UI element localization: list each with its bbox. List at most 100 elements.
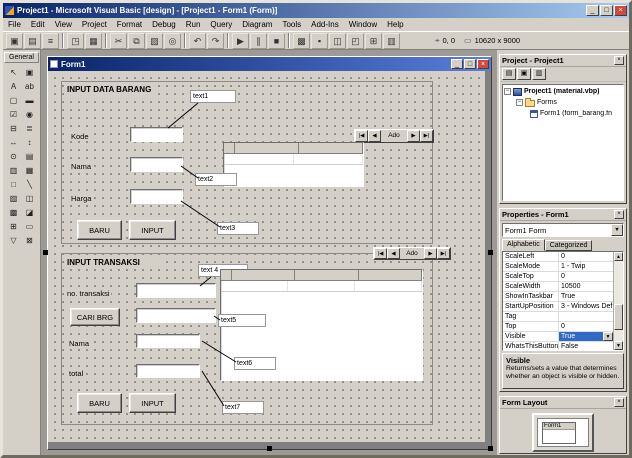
tool-frame[interactable]: ▢ bbox=[6, 94, 22, 108]
designer-minimize-button[interactable]: _ bbox=[451, 59, 463, 69]
form-layout-title-bar[interactable]: Form Layout × bbox=[500, 397, 626, 409]
tool-shape[interactable]: □ bbox=[6, 178, 22, 192]
annotation-text1[interactable]: text1 bbox=[190, 90, 236, 103]
toggle-folders-button[interactable]: ▥ bbox=[532, 68, 546, 80]
project-explorer-close-button[interactable]: × bbox=[614, 56, 624, 65]
combo-dropdown-icon[interactable]: ▼ bbox=[611, 224, 623, 236]
break-button[interactable]: ∥ bbox=[250, 33, 267, 49]
annotation-text2[interactable]: text2 bbox=[195, 173, 237, 186]
minimize-button[interactable]: _ bbox=[586, 5, 599, 16]
object-browser-button[interactable]: ◰ bbox=[347, 33, 364, 49]
ado2-next-button[interactable]: ▶ bbox=[424, 248, 437, 259]
tool-dirlistbox[interactable]: ▥ bbox=[6, 164, 22, 178]
form-layout-button[interactable]: ◫ bbox=[329, 33, 346, 49]
textbox-nama[interactable] bbox=[130, 157, 183, 172]
object-selector-combo[interactable]: Form1 Form ▼ bbox=[502, 223, 624, 237]
tool-adodc[interactable]: ◪ bbox=[22, 206, 38, 220]
undo-button[interactable]: ↶ bbox=[189, 33, 206, 49]
input-button-2[interactable]: INPUT bbox=[129, 393, 176, 413]
menu-project[interactable]: Project bbox=[77, 19, 112, 30]
annotation-text3[interactable]: text3 bbox=[217, 222, 259, 235]
textbox-transaksi[interactable] bbox=[136, 283, 216, 298]
baru-button-2[interactable]: BARU bbox=[77, 393, 122, 413]
annotation-text5[interactable]: text5 bbox=[218, 314, 266, 327]
save-project-button[interactable]: ▦ bbox=[85, 33, 102, 49]
properties-window-button[interactable]: ▪ bbox=[311, 33, 328, 49]
property-row-showintaskbar[interactable]: ShowInTaskbarTrue bbox=[503, 292, 613, 302]
tab-categorized[interactable]: Categorized bbox=[545, 240, 593, 251]
menu-edit[interactable]: Edit bbox=[26, 19, 50, 30]
properties-close-button[interactable]: × bbox=[614, 210, 624, 219]
ado1-next-button[interactable]: ▶ bbox=[407, 130, 420, 142]
properties-title-bar[interactable]: Properties - Form1 × bbox=[500, 209, 626, 221]
tool-filelistbox[interactable]: ▦ bbox=[22, 164, 38, 178]
ado1-prev-button[interactable]: ◀ bbox=[368, 130, 381, 142]
property-row-scalewidth[interactable]: ScaleWidth10500 bbox=[503, 282, 613, 292]
form-layout-form[interactable]: Form1 bbox=[542, 422, 576, 444]
cut-button[interactable]: ✂ bbox=[110, 33, 127, 49]
tool-label[interactable]: A bbox=[6, 80, 22, 94]
tree-item-project1[interactable]: − Project1 (material.vbp) bbox=[504, 86, 622, 97]
tool-optionbutton[interactable]: ◉ bbox=[22, 108, 38, 122]
scroll-thumb[interactable] bbox=[614, 304, 623, 330]
paste-button[interactable]: ▨ bbox=[146, 33, 163, 49]
tool-ole[interactable]: ▩ bbox=[6, 206, 22, 220]
form-layout-close-button[interactable]: × bbox=[614, 398, 624, 407]
menu-query[interactable]: Query bbox=[205, 19, 237, 30]
collapse-icon[interactable]: − bbox=[516, 99, 523, 106]
menu-addins[interactable]: Add-Ins bbox=[306, 19, 344, 30]
data-view-button[interactable]: ▥ bbox=[383, 33, 400, 49]
form-resize-handle-right[interactable] bbox=[488, 250, 493, 255]
baru-button-1[interactable]: BARU bbox=[77, 220, 122, 240]
menu-file[interactable]: File bbox=[3, 19, 26, 30]
form-resize-handle-corner[interactable] bbox=[488, 446, 493, 451]
annotation-text7[interactable]: text7 bbox=[222, 401, 264, 414]
tool-picturebox[interactable]: ▣ bbox=[22, 66, 38, 80]
tool-checkbox[interactable]: ☑ bbox=[6, 108, 22, 122]
designer-title-bar[interactable]: Form1 _ □ × bbox=[48, 57, 491, 71]
tool-listbox[interactable]: ≣ bbox=[22, 122, 38, 136]
menu-run[interactable]: Run bbox=[181, 19, 206, 30]
close-button[interactable]: × bbox=[614, 5, 627, 16]
tool-data[interactable]: ◫ bbox=[22, 192, 38, 206]
menu-view[interactable]: View bbox=[50, 19, 77, 30]
ado2-prev-button[interactable]: ◀ bbox=[387, 248, 400, 259]
tool-vscrollbar[interactable]: ↕ bbox=[22, 136, 38, 150]
menu-tools[interactable]: Tools bbox=[277, 19, 306, 30]
form-canvas[interactable]: INPUT DATA BARANG text1 Kode |◀ ◀ Ado ▶ … bbox=[48, 71, 485, 442]
add-project-button[interactable]: ▣ bbox=[6, 33, 23, 49]
property-row-tag[interactable]: Tag bbox=[503, 312, 613, 322]
find-button[interactable]: ◎ bbox=[164, 33, 181, 49]
start-button[interactable]: ▶ bbox=[232, 33, 249, 49]
input-button-1[interactable]: INPUT bbox=[129, 220, 176, 240]
tool-textbox[interactable]: ab bbox=[22, 80, 38, 94]
maximize-button[interactable]: □ bbox=[600, 5, 613, 16]
scroll-down-icon[interactable]: ▼ bbox=[614, 341, 623, 350]
ado2-last-button[interactable]: ▶| bbox=[437, 248, 450, 259]
menu-format[interactable]: Format bbox=[112, 19, 147, 30]
collapse-icon[interactable]: − bbox=[504, 88, 511, 95]
tool-timer[interactable]: ⊙ bbox=[6, 150, 22, 164]
view-code-button[interactable]: ▤ bbox=[502, 68, 516, 80]
designer-close-button[interactable]: × bbox=[477, 59, 489, 69]
open-project-button[interactable]: ◳ bbox=[67, 33, 84, 49]
textbox-total[interactable] bbox=[136, 364, 200, 378]
ado1-first-button[interactable]: |◀ bbox=[355, 130, 368, 142]
value-dropdown-icon[interactable]: ▼ bbox=[603, 332, 613, 341]
property-row-whatsthisbutton[interactable]: WhatsThisButtonFalse bbox=[503, 342, 613, 351]
tool-datagrid[interactable]: ⊞ bbox=[6, 220, 22, 234]
property-row-scaletop[interactable]: ScaleTop0 bbox=[503, 272, 613, 282]
scroll-up-icon[interactable]: ▲ bbox=[614, 252, 623, 261]
datagrid-barang[interactable] bbox=[223, 142, 364, 187]
menu-editor-button[interactable]: ≡ bbox=[42, 33, 59, 49]
tree-item-forms[interactable]: − Forms bbox=[504, 97, 622, 108]
property-row-top[interactable]: Top0 bbox=[503, 322, 613, 332]
tool-hscrollbar[interactable]: ↔ bbox=[6, 136, 22, 150]
view-object-button[interactable]: ▣ bbox=[517, 68, 531, 80]
add-form-button[interactable]: ▤ bbox=[24, 33, 41, 49]
end-button[interactable]: ■ bbox=[268, 33, 285, 49]
tool-line[interactable]: ╲ bbox=[22, 178, 38, 192]
copy-button[interactable]: ⧉ bbox=[128, 33, 145, 49]
tool-drivelistbox[interactable]: ▤ bbox=[22, 150, 38, 164]
toolbox-general-header[interactable]: General bbox=[4, 52, 39, 63]
